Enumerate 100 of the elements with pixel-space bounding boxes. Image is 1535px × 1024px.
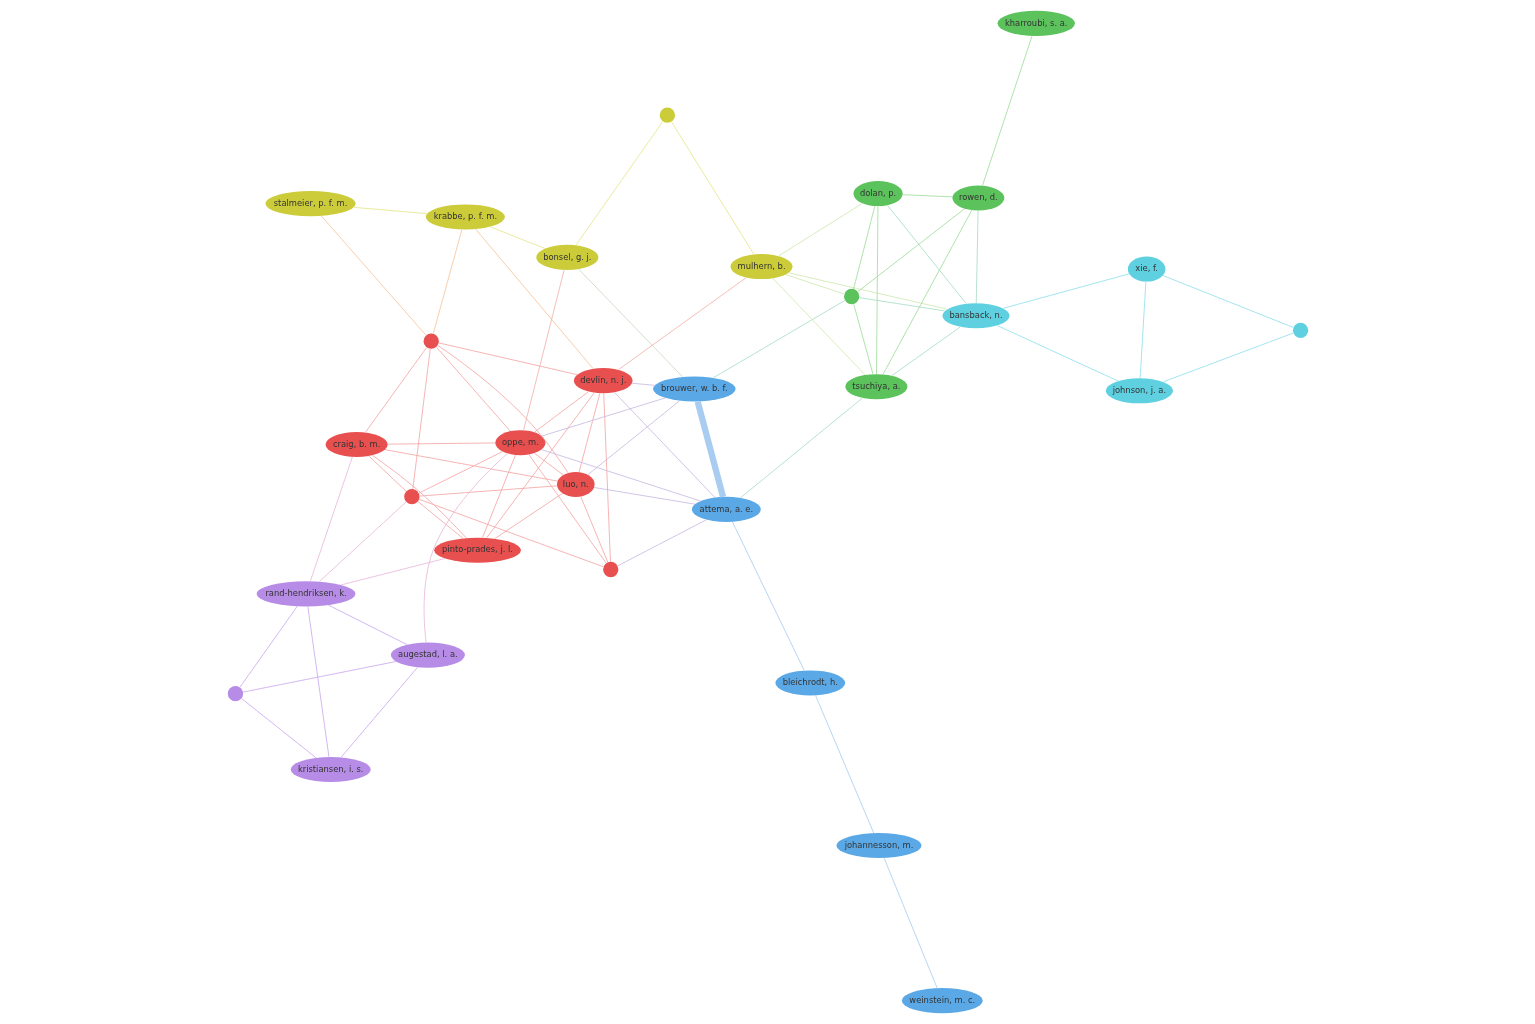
node-ellipse: oppe, m. (494, 430, 545, 456)
node-ellipse: luo, n. (556, 471, 595, 497)
connector (533, 452, 564, 476)
connector (371, 454, 467, 539)
node-circle (602, 561, 618, 578)
connector (474, 228, 594, 370)
connector (883, 857, 938, 989)
connector (528, 454, 607, 564)
connector (593, 487, 695, 505)
connector (886, 204, 967, 305)
connector (384, 449, 558, 482)
connector (481, 454, 516, 539)
connector (340, 666, 418, 758)
connector (731, 521, 805, 671)
connector (617, 277, 747, 371)
connector (670, 121, 754, 255)
node-circle (423, 333, 439, 349)
connector (423, 453, 508, 643)
connector (852, 303, 873, 375)
connector (771, 277, 866, 376)
connector (533, 391, 589, 433)
connector (318, 501, 407, 583)
connector (602, 392, 611, 563)
connector (418, 498, 604, 568)
node-ellipse: augestad, l. a. (390, 642, 465, 668)
node-circle (227, 686, 243, 702)
connector (240, 698, 316, 759)
connector (437, 342, 578, 376)
connector (739, 397, 863, 499)
connector (575, 121, 663, 246)
connector (541, 397, 666, 437)
connector (787, 272, 948, 310)
connector (578, 392, 600, 473)
connector (411, 348, 431, 490)
connector (579, 496, 608, 563)
connector (814, 695, 874, 834)
connector (489, 226, 546, 250)
connector (981, 35, 1032, 186)
node-ellipse: tsuchiya, a. (844, 374, 907, 400)
connector (784, 274, 845, 295)
node-ellipse: devlin, n. j. (573, 368, 633, 394)
node-circle (403, 489, 420, 505)
connector (694, 400, 726, 498)
connector (320, 215, 426, 336)
connector (327, 604, 408, 646)
node-ellipse: stalmeier, p. f. m. (264, 191, 356, 217)
connector (417, 501, 463, 539)
node-ellipse: weinstein, m. c. (901, 988, 983, 1014)
node-ellipse: bansback, n. (941, 303, 1010, 329)
node-circle (843, 288, 859, 305)
connector (522, 269, 564, 431)
connector (436, 345, 569, 474)
connector (975, 210, 979, 304)
connector (1162, 275, 1294, 328)
connector (1002, 273, 1129, 309)
node-ellipse: kharroubi, s. a. (997, 10, 1075, 36)
connector (540, 449, 701, 502)
node-ellipse: xie, f. (1127, 256, 1165, 282)
node-ellipse: brouwer, w. b. f. (652, 376, 736, 402)
connector (577, 268, 683, 378)
node-ellipse: bleichrodt, h. (774, 670, 845, 696)
connector (1139, 281, 1146, 379)
node-ellipse: johannesson, m. (835, 833, 921, 859)
connector (239, 605, 298, 688)
connector (418, 451, 503, 494)
connector (493, 493, 563, 540)
node-ellipse: pinto-prades, j. l. (433, 537, 521, 563)
node-ellipse: craig, b. m. (325, 431, 388, 457)
node-ellipse: rand-hendriksen, k. (256, 581, 355, 607)
connector (586, 400, 680, 476)
connector (367, 455, 406, 492)
connector (875, 205, 878, 375)
connector (613, 391, 715, 498)
connector (435, 346, 511, 432)
connector (712, 300, 845, 379)
node-ellipse: rowen, d. (951, 185, 1004, 211)
connector (1162, 332, 1294, 383)
connector (418, 485, 557, 497)
connector (882, 209, 972, 375)
connector (901, 194, 953, 198)
node-ellipse: johnson, j. a. (1105, 378, 1173, 404)
node-ellipse: attema, a. e. (691, 496, 761, 522)
connector (858, 297, 945, 312)
connector (777, 203, 863, 257)
connector (242, 661, 396, 693)
connector (616, 519, 707, 567)
connector (306, 606, 329, 758)
connector (353, 206, 428, 215)
node-ellipse: kristiansen, i. s. (290, 756, 371, 782)
connector (386, 442, 495, 445)
connector (631, 382, 655, 386)
connector (890, 326, 961, 377)
connector (852, 205, 875, 290)
connector (340, 558, 445, 586)
node-ellipse: mulhern, b. (730, 254, 793, 280)
node-ellipse: bonsel, g. j. (535, 244, 598, 270)
connector (996, 325, 1118, 382)
connector (309, 456, 353, 582)
node-circle (1292, 322, 1308, 338)
node-ellipse: dolan, p. (852, 181, 903, 207)
